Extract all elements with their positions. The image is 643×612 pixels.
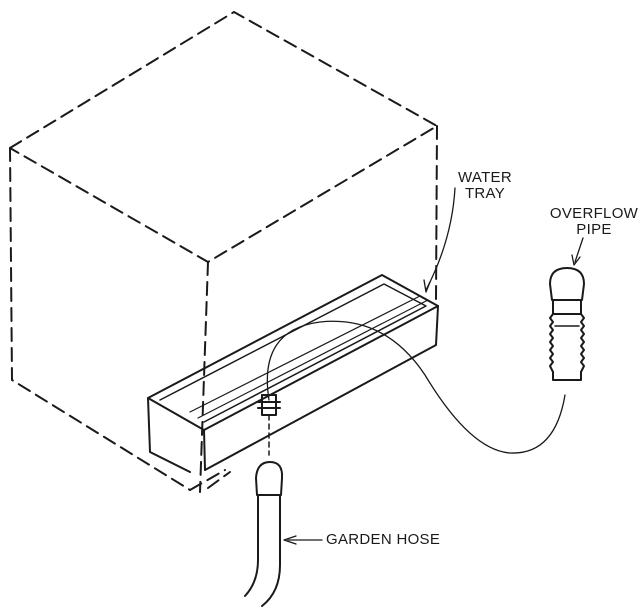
garden-hose-label: GARDEN HOSE	[326, 531, 441, 548]
garden-hose	[244, 461, 284, 607]
drain-fitting	[257, 394, 281, 456]
leader-lines	[283, 187, 584, 545]
water-tray	[147, 274, 439, 473]
overflow-pipe-label: OVERFLOW PIPE	[546, 206, 642, 238]
water-tray-label-line-1: WATER	[458, 169, 512, 186]
unit-outline	[9, 11, 438, 493]
connection-curve	[266, 320, 566, 454]
overflow-pipe	[549, 267, 585, 381]
overflow-pipe-label-line-1: OVERFLOW	[549, 205, 639, 222]
water-tray-label: WATER TRAY	[455, 170, 515, 202]
water-tray-label-line-2: TRAY	[464, 185, 506, 202]
overflow-pipe-label-line-2: PIPE	[576, 221, 612, 238]
